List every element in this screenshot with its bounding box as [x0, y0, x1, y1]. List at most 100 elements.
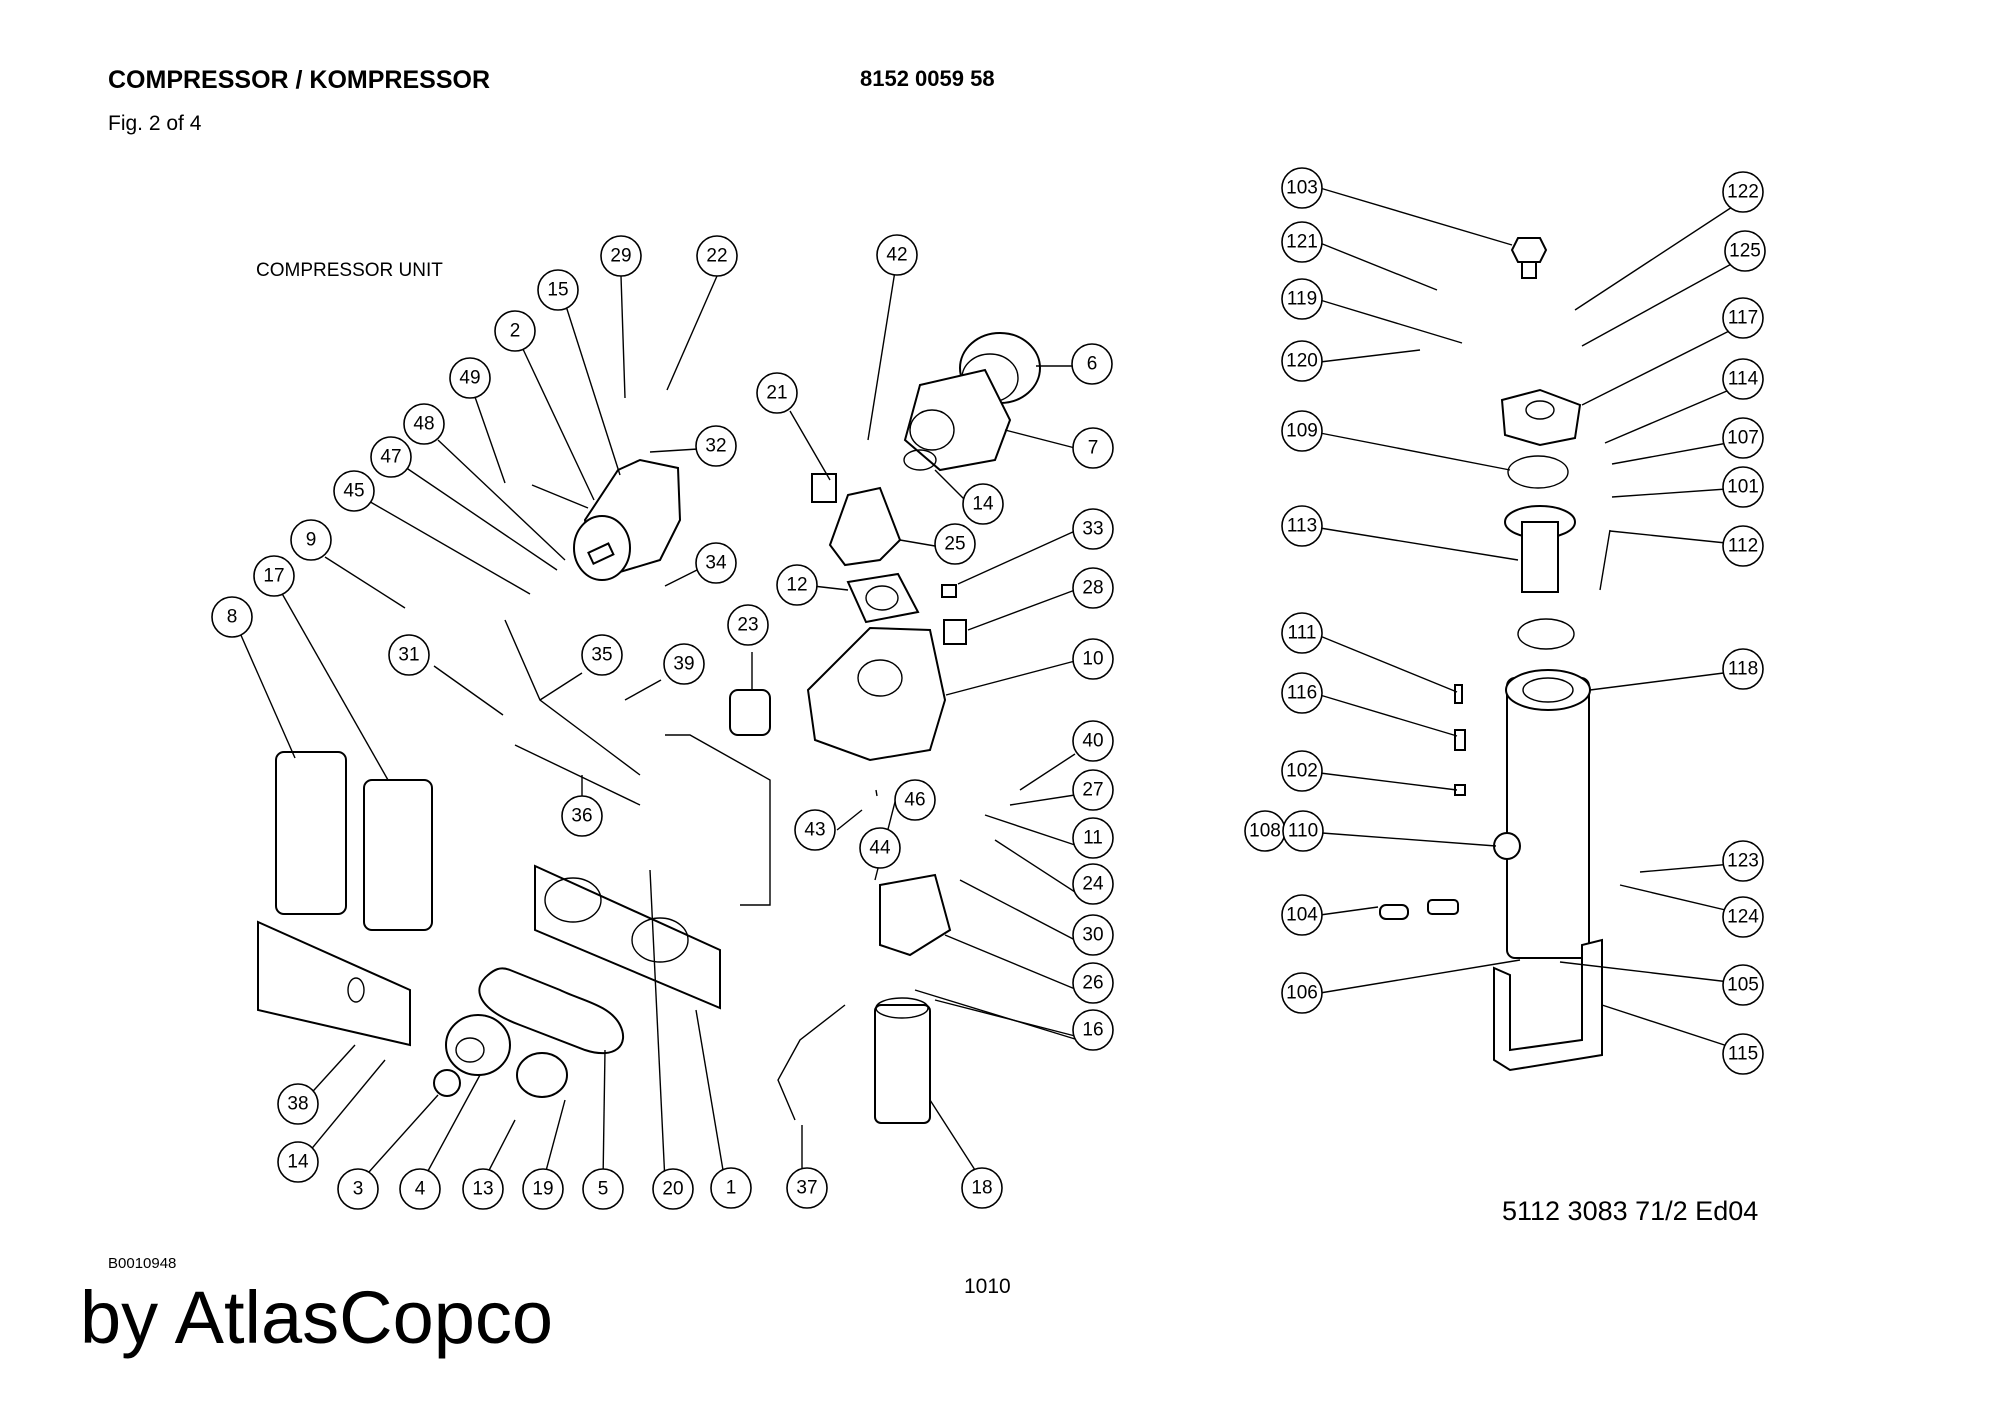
callout-4[interactable]: 4 — [399, 1168, 441, 1210]
svg-text:113: 113 — [1287, 516, 1317, 537]
svg-text:122: 122 — [1727, 182, 1759, 203]
callout-31[interactable]: 31 — [388, 634, 430, 676]
callout-19[interactable]: 19 — [522, 1168, 564, 1210]
callout-11[interactable]: 11 — [1072, 817, 1114, 859]
callout-9[interactable]: 9 — [290, 519, 332, 561]
callout-6[interactable]: 6 — [1071, 343, 1113, 385]
callout-23[interactable]: 23 — [727, 604, 769, 646]
callout-36[interactable]: 36 — [561, 795, 603, 837]
callout-18[interactable]: 18 — [961, 1167, 1003, 1209]
callout-115[interactable]: 115 — [1722, 1033, 1764, 1075]
part-outlines-right — [1379, 237, 1611, 1072]
callout-26[interactable]: 26 — [1072, 962, 1114, 1004]
part-vessel-top-flange — [1505, 669, 1591, 711]
callout-45[interactable]: 45 — [333, 470, 375, 512]
callout-108[interactable]: 108 — [1244, 810, 1286, 852]
part-pressure-switch-104 — [1379, 904, 1409, 920]
svg-text:102: 102 — [1286, 761, 1318, 782]
svg-text:44: 44 — [869, 838, 891, 859]
callout-35[interactable]: 35 — [581, 634, 623, 676]
svg-text:117: 117 — [1728, 308, 1758, 329]
callout-42[interactable]: 42 — [876, 234, 918, 276]
callout-8[interactable]: 8 — [211, 596, 253, 638]
callout-15[interactable]: 15 — [537, 269, 579, 311]
callout-106[interactable]: 106 — [1281, 972, 1323, 1014]
callout-46[interactable]: 46 — [894, 779, 936, 821]
callout-21[interactable]: 21 — [756, 372, 798, 414]
callout-30[interactable]: 30 — [1072, 914, 1114, 956]
section-label: COMPRESSOR UNIT — [256, 260, 443, 281]
callout-2[interactable]: 2 — [494, 310, 536, 352]
callout-113[interactable]: 113 — [1281, 505, 1323, 547]
callout-109[interactable]: 109 — [1281, 410, 1323, 452]
callout-114[interactable]: 114 — [1722, 358, 1764, 400]
callout-101[interactable]: 101 — [1722, 466, 1764, 508]
callout-10[interactable]: 10 — [1072, 638, 1114, 680]
callout-7[interactable]: 7 — [1072, 427, 1114, 469]
callout-14-bottom[interactable]: 14 — [277, 1141, 319, 1183]
callout-121[interactable]: 121 — [1281, 221, 1323, 263]
callout-1[interactable]: 1 — [710, 1167, 752, 1209]
callout-103[interactable]: 103 — [1281, 167, 1323, 209]
svg-text:119: 119 — [1287, 289, 1317, 310]
callout-104[interactable]: 104 — [1281, 894, 1323, 936]
callout-124[interactable]: 124 — [1722, 896, 1764, 938]
callout-112[interactable]: 112 — [1722, 525, 1764, 567]
callout-39[interactable]: 39 — [663, 643, 705, 685]
svg-text:14: 14 — [972, 494, 994, 515]
callout-119[interactable]: 119 — [1281, 278, 1323, 320]
callout-118[interactable]: 118 — [1722, 648, 1764, 690]
callout-111[interactable]: 111 — [1281, 612, 1323, 654]
part-shaft — [587, 542, 615, 565]
callout-123[interactable]: 123 — [1722, 840, 1764, 882]
callout-14-top[interactable]: 14 — [962, 483, 1004, 525]
callout-110[interactable]: 110 — [1282, 810, 1324, 852]
part-separator-cover — [1500, 388, 1582, 447]
callout-17[interactable]: 17 — [253, 555, 295, 597]
callout-28[interactable]: 28 — [1072, 567, 1114, 609]
callout-125[interactable]: 125 — [1724, 230, 1766, 272]
callout-16[interactable]: 16 — [1072, 1009, 1114, 1051]
callout-29[interactable]: 29 — [600, 235, 642, 277]
part-pulley-large-bore — [455, 1037, 485, 1063]
callout-5[interactable]: 5 — [582, 1168, 624, 1210]
part-fitting-28 — [943, 619, 967, 645]
callout-3[interactable]: 3 — [337, 1168, 379, 1210]
callout-37[interactable]: 37 — [786, 1167, 828, 1209]
callout-22[interactable]: 22 — [696, 235, 738, 277]
callout-117[interactable]: 117 — [1722, 297, 1764, 339]
callout-49[interactable]: 49 — [449, 357, 491, 399]
callout-47[interactable]: 47 — [370, 436, 412, 478]
callout-13[interactable]: 13 — [462, 1168, 504, 1210]
callout-44[interactable]: 44 — [859, 827, 901, 869]
callout-105[interactable]: 105 — [1722, 964, 1764, 1006]
callout-38[interactable]: 38 — [277, 1083, 319, 1125]
callout-20[interactable]: 20 — [652, 1168, 694, 1210]
svg-text:120: 120 — [1286, 351, 1318, 372]
callout-102[interactable]: 102 — [1281, 750, 1323, 792]
callout-48[interactable]: 48 — [403, 403, 445, 445]
callout-27[interactable]: 27 — [1072, 769, 1114, 811]
svg-text:12: 12 — [786, 575, 807, 596]
part-frame-bracket — [665, 734, 771, 906]
callout-40[interactable]: 40 — [1072, 720, 1114, 762]
svg-text:39: 39 — [673, 654, 694, 675]
svg-text:108: 108 — [1249, 821, 1281, 842]
callout-116[interactable]: 116 — [1281, 672, 1323, 714]
callout-120[interactable]: 120 — [1281, 340, 1323, 382]
drawing-number: B0010948 — [108, 1255, 177, 1272]
svg-text:22: 22 — [706, 246, 727, 267]
callout-12[interactable]: 12 — [776, 564, 818, 606]
callout-122[interactable]: 122 — [1722, 171, 1764, 213]
svg-text:118: 118 — [1728, 659, 1758, 680]
callout-107[interactable]: 107 — [1722, 417, 1764, 459]
callout-43[interactable]: 43 — [794, 809, 836, 851]
callout-24[interactable]: 24 — [1072, 863, 1114, 905]
callouts-right: 103 121 119 120 109 113 122 125 117 114 … — [1244, 167, 1766, 1075]
svg-text:125: 125 — [1729, 241, 1761, 262]
callout-32[interactable]: 32 — [695, 425, 737, 467]
callout-34[interactable]: 34 — [695, 542, 737, 584]
callout-33[interactable]: 33 — [1072, 508, 1114, 550]
callout-25[interactable]: 25 — [934, 523, 976, 565]
